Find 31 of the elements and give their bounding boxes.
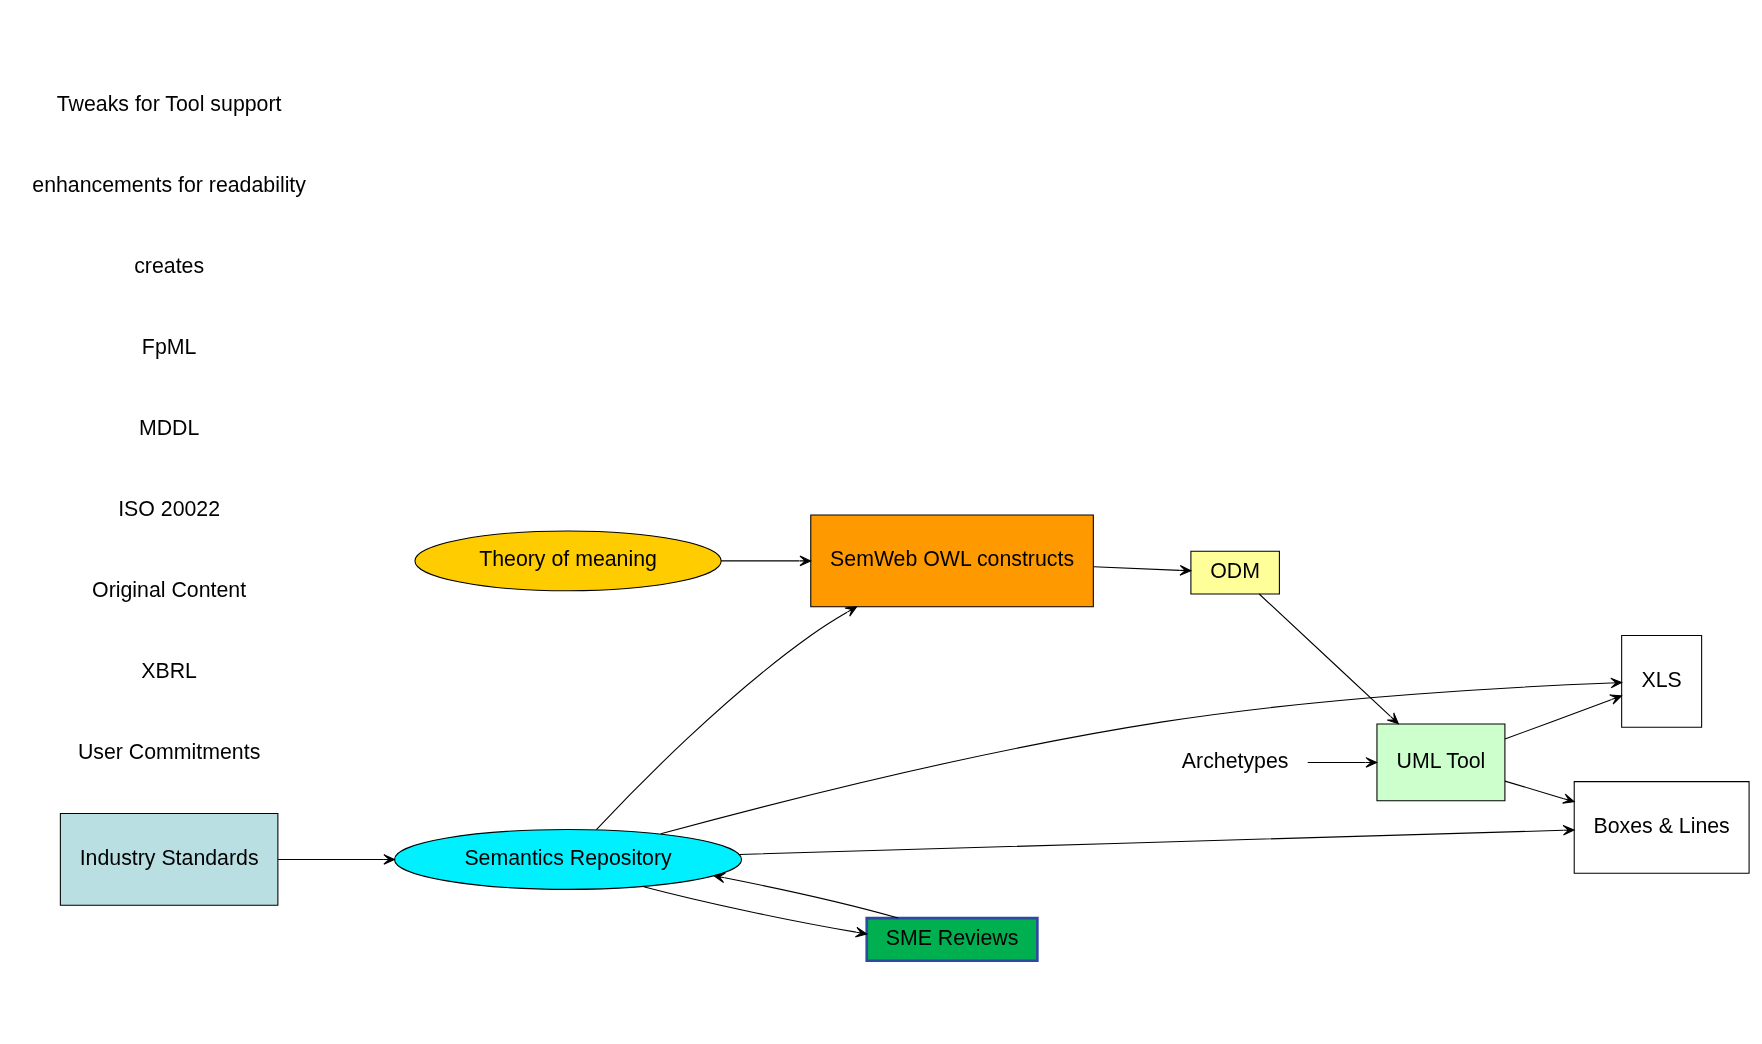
- node-box: Industry Standards: [59, 812, 279, 906]
- arrow: [738, 824, 1575, 855]
- arrow: [643, 885, 868, 937]
- arrow: [720, 555, 812, 566]
- node-box: ODM: [1190, 550, 1280, 594]
- node-text: Archetypes: [1181, 748, 1289, 773]
- arrow: [1093, 564, 1192, 576]
- arrow: [713, 872, 899, 919]
- arrow: [277, 853, 396, 865]
- label: ISO 20022: [118, 496, 221, 521]
- arrow: [1307, 756, 1378, 768]
- arrow: [595, 605, 858, 830]
- node-box: UML Tool: [1376, 723, 1506, 801]
- label: MDDL: [138, 415, 200, 440]
- label: FpML: [141, 334, 197, 359]
- node-ellipse: Semantics Repository: [393, 828, 743, 890]
- label: User Commitments: [77, 739, 261, 764]
- arrow: [660, 677, 1623, 834]
- node-box: Boxes & Lines: [1573, 780, 1750, 874]
- label: Original Content: [92, 577, 247, 602]
- node-ellipse: Theory of meaning: [414, 529, 722, 591]
- node-box: XLS: [1621, 634, 1703, 728]
- node-box: SME Reviews: [865, 916, 1039, 962]
- node-box: SemWeb OWL constructs: [810, 514, 1094, 607]
- arrow: [1504, 694, 1622, 740]
- arrow: [1504, 780, 1575, 804]
- label: enhancements for readability: [32, 172, 306, 197]
- arrow: [1258, 592, 1399, 724]
- label: XBRL: [141, 658, 197, 683]
- label: Tweaks for Tool support: [56, 91, 282, 116]
- label: creates: [134, 253, 205, 278]
